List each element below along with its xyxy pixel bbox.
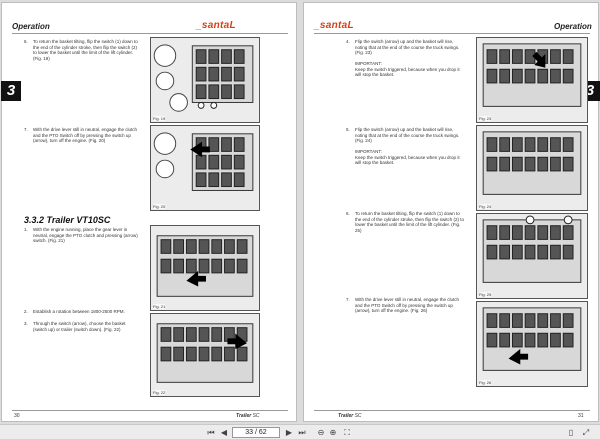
step-number: 6. xyxy=(24,39,28,44)
step-item: 2. Establish a rotation between 1800-250… xyxy=(24,309,139,315)
step-text: To return the basket tilting, flip the s… xyxy=(355,211,465,233)
switch-panel-illustration xyxy=(477,214,587,298)
figure-caption: Fig. 25 xyxy=(479,292,492,297)
page-section-header: Operation xyxy=(554,22,592,31)
step-text: With the drive lever still in neutral, e… xyxy=(33,127,138,144)
step-text: With the engine running, place the gear … xyxy=(33,227,138,244)
single-page-icon[interactable]: ▯ xyxy=(568,428,574,437)
step-text: Flip the switch (arrow) up and the baske… xyxy=(355,39,460,56)
switch-panel-illustration xyxy=(477,126,587,210)
figure-dashboard: Fig. 21 xyxy=(150,225,260,311)
viewer-toolbar: ⏮ ◀ 33 / 62 ▶ ⏭ ⊖ ⊕ ⛶ ▯ ⤢ xyxy=(0,424,600,439)
page-number-input[interactable]: 33 / 62 xyxy=(232,427,280,438)
footer-divider xyxy=(314,410,590,411)
step-number: 2. xyxy=(24,309,28,314)
fullscreen-icon[interactable]: ⤢ xyxy=(582,428,590,437)
header-divider xyxy=(314,33,590,34)
switch-panel-illustration xyxy=(151,226,259,310)
figure-caption: Fig. 19 xyxy=(153,116,166,121)
right-page: _santaL Operation 3 4. Flip the switch (… xyxy=(303,2,600,422)
step-text: To return the basket tilting, flip the s… xyxy=(33,39,138,61)
section-title: 3.3.2 Trailer VT10SC xyxy=(24,215,111,225)
step-number: 1. xyxy=(24,227,28,232)
switch-panel-illustration xyxy=(477,38,587,122)
figure-dashboard: Fig. 25 xyxy=(476,213,588,299)
first-page-icon[interactable]: ⏮ xyxy=(207,428,215,437)
page-number: 31 xyxy=(578,413,584,419)
step-text: Flip the switch (arrow) up and the baske… xyxy=(355,127,460,144)
brand-logo: _santaL xyxy=(314,20,354,31)
figure-caption: Fig. 24 xyxy=(479,204,492,209)
step-number: 4. xyxy=(346,39,350,44)
step-item: 3. Through the switch (arrow), choose th… xyxy=(24,321,139,332)
figure-caption: Fig. 21 xyxy=(153,304,166,309)
step-number: 6. xyxy=(346,211,350,216)
figure-dashboard: Fig. 26 xyxy=(476,301,588,387)
step-item: 6. To return the basket tilting, flip th… xyxy=(346,211,466,233)
footer-title-suffix: SC xyxy=(252,413,260,419)
figure-caption: Fig. 23 xyxy=(479,116,492,121)
figure-caption: Fig. 20 xyxy=(153,204,166,209)
step-text: Establish a rotation between 1800-2500 R… xyxy=(33,309,125,314)
next-page-icon[interactable]: ▶ xyxy=(285,428,293,437)
step-number: 7. xyxy=(24,127,28,132)
chapter-tab: 3 xyxy=(1,81,21,101)
step-item: 7. With the drive lever still in neutral… xyxy=(24,127,139,144)
dashboard-switch-panel-illustration xyxy=(151,38,259,122)
left-page: Operation _santaL 3 6. To return the bas… xyxy=(1,2,297,422)
fit-page-icon[interactable]: ⛶ xyxy=(344,428,350,437)
step-item: 5. Flip the switch (arrow) up and the ba… xyxy=(346,127,466,144)
figure-caption: Fig. 22 xyxy=(153,390,166,395)
footer-title: Trailer SC xyxy=(236,413,260,419)
step-number: 3. xyxy=(24,321,28,326)
figure-dashboard: Fig. 22 xyxy=(150,313,260,397)
figure-dashboard: Fig. 23 xyxy=(476,37,588,123)
footer-divider xyxy=(12,410,288,411)
page-section-header: Operation xyxy=(12,22,50,31)
figure-dashboard: Fig. 20 xyxy=(150,125,260,211)
brand-logo: _santaL xyxy=(196,20,236,31)
step-text: Through the switch (arrow), choose the b… xyxy=(33,321,126,332)
step-number: 5. xyxy=(346,127,350,132)
figure-dashboard: Fig. 24 xyxy=(476,125,588,211)
important-note: IMPORTANT: Keep the switch triggered, be… xyxy=(355,149,460,166)
prev-page-icon[interactable]: ◀ xyxy=(220,428,228,437)
footer-title-main: Trailer xyxy=(236,413,252,419)
header-divider xyxy=(12,33,288,34)
document-viewer: Operation _santaL 3 6. To return the bas… xyxy=(0,0,600,424)
step-item: 7. With the drive lever still in neutral… xyxy=(346,297,466,314)
figure-caption: Fig. 26 xyxy=(479,380,492,385)
figure-dashboard: Fig. 19 xyxy=(150,37,260,123)
switch-panel-illustration xyxy=(477,302,587,386)
step-item: 6. To return the basket tilting, flip th… xyxy=(24,39,139,61)
zoom-out-icon[interactable]: ⊖ xyxy=(317,428,325,437)
dashboard-switch-panel-illustration xyxy=(151,126,259,210)
zoom-in-icon[interactable]: ⊕ xyxy=(329,428,337,437)
last-page-icon[interactable]: ⏭ xyxy=(298,428,306,437)
switch-panel-illustration xyxy=(151,314,259,396)
step-text: With the drive lever still in neutral, e… xyxy=(355,297,460,314)
footer-title: Trailer SC xyxy=(338,413,362,419)
step-number: 7. xyxy=(346,297,350,302)
footer-title-suffix: SC xyxy=(354,413,362,419)
footer-title-main: Trailer xyxy=(338,413,354,419)
page-number: 30 xyxy=(14,413,20,419)
important-note: IMPORTANT: Keep the switch triggered, be… xyxy=(355,61,460,78)
step-item: 1. With the engine running, place the ge… xyxy=(24,227,139,244)
step-item: 4. Flip the switch (arrow) up and the ba… xyxy=(346,39,466,56)
